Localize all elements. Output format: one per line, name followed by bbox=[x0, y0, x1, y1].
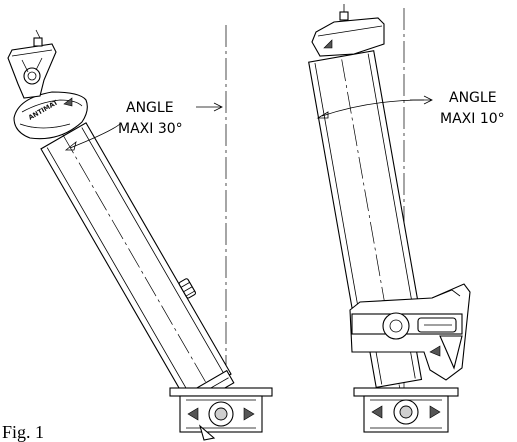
right-angle-arrowhead bbox=[316, 111, 329, 119]
left-tube bbox=[40, 105, 235, 414]
left-angle-label-line1: ANGLE bbox=[126, 100, 174, 116]
right-saddle-clamp bbox=[349, 283, 471, 381]
right-assembly: ANGLE MAXI 10° bbox=[308, 4, 505, 433]
left-angle-label-line2: MAXI 30° bbox=[118, 121, 183, 137]
left-angle-arc bbox=[69, 123, 121, 149]
right-angle-label-line2: MAXI 10° bbox=[440, 111, 505, 127]
right-angle-arrow-right bbox=[410, 95, 433, 105]
left-assembly: ANTIMAT ANGLE MAXI 30° bbox=[7, 25, 273, 441]
right-base bbox=[353, 387, 459, 433]
left-head-cap: ANTIMAT bbox=[13, 91, 88, 140]
left-top-bracket bbox=[7, 29, 57, 99]
figure-caption: Fig. 1 bbox=[2, 422, 44, 442]
right-tube bbox=[308, 26, 423, 412]
left-angle-arrowhead bbox=[64, 140, 77, 151]
left-angle-arrow-right bbox=[196, 102, 223, 112]
left-base bbox=[169, 387, 273, 441]
right-head-cap bbox=[311, 4, 385, 57]
right-angle-label-line1: ANGLE bbox=[449, 90, 497, 106]
